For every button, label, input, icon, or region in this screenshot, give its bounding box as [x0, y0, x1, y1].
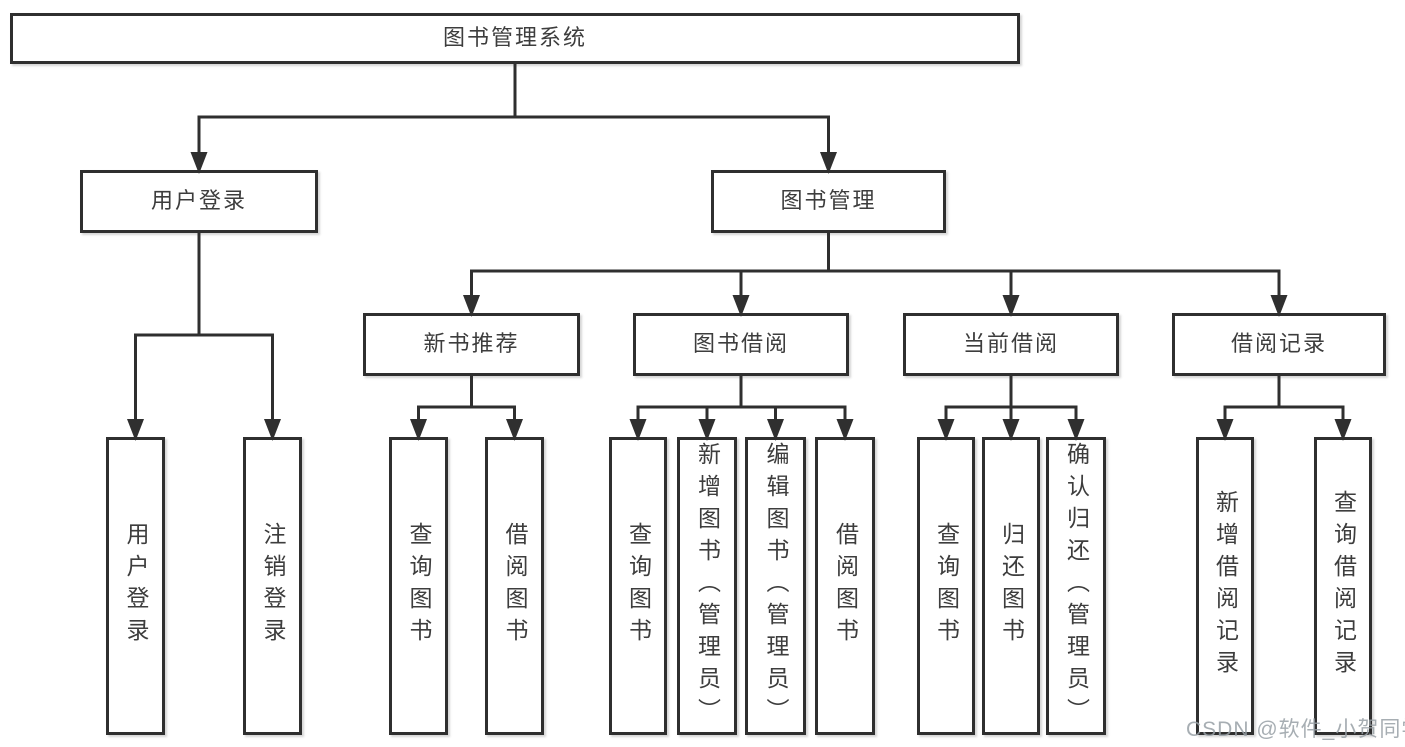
- diagram-node-label: 图书管理: [780, 188, 877, 214]
- diagram-node-records: 借阅记录: [1172, 313, 1386, 376]
- diagram-node-label: 借阅图书: [832, 522, 859, 650]
- diagram-node-label: 图书管理系统: [442, 25, 587, 51]
- diagram-node-label: 归还图书: [998, 522, 1025, 650]
- diagram-node-rec-borrow: 借阅图书: [485, 437, 544, 735]
- diagram-node-label: 新增借阅记录: [1212, 490, 1239, 682]
- diagram-node-borrow-edit: 编辑图书（管理员）: [745, 437, 806, 735]
- diagram-node-login: 用户登录: [80, 170, 318, 233]
- diagram-node-label: 查询借阅记录: [1330, 490, 1357, 682]
- diagram-node-recs-query: 查询借阅记录: [1314, 437, 1372, 735]
- diagram-node-cur-return: 归还图书: [982, 437, 1040, 735]
- diagram-node-label: 查询图书: [933, 522, 960, 650]
- csdn-watermark: CSDN @软件_小贺同学: [1186, 718, 1405, 741]
- diagram-node-current: 当前借阅: [903, 313, 1119, 376]
- diagram-node-borrow: 图书借阅: [633, 313, 849, 376]
- diagram-node-label: 借阅图书: [502, 522, 528, 650]
- diagram-node-cur-confirm: 确认归还（管理员）: [1046, 437, 1106, 735]
- diagram-node-label: 图书借阅: [692, 331, 789, 357]
- diagram-node-login-logout: 注销登录: [243, 437, 302, 735]
- diagram-node-cur-query: 查询图书: [917, 437, 975, 735]
- diagram-node-rec: 新书推荐: [363, 313, 580, 376]
- diagram-node-rec-query: 查询图书: [389, 437, 448, 735]
- diagram-node-borrow-query: 查询图书: [609, 437, 667, 735]
- diagram-node-label: 用户登录: [150, 188, 247, 214]
- diagram-node-label: 确认归还（管理员）: [1063, 442, 1090, 730]
- diagram-node-label: 注销登录: [260, 522, 286, 650]
- diagram-node-label: 新增图书（管理员）: [694, 442, 721, 730]
- diagram-node-mgmt: 图书管理: [711, 170, 946, 233]
- diagram-node-label: 查询图书: [625, 522, 652, 650]
- diagram-node-label: 新书推荐: [423, 331, 520, 357]
- diagram-node-label: 借阅记录: [1230, 331, 1327, 357]
- diagram-node-label: 查询图书: [406, 522, 432, 650]
- diagram-node-login-user: 用户登录: [106, 437, 165, 735]
- diagram-node-recs-add: 新增借阅记录: [1196, 437, 1254, 735]
- diagram-node-label: 当前借阅: [962, 331, 1059, 357]
- diagram-node-root: 图书管理系统: [10, 13, 1020, 64]
- diagram-node-label: 用户登录: [123, 522, 149, 650]
- diagram-node-label: 编辑图书（管理员）: [763, 442, 789, 730]
- diagram-node-borrow-lend: 借阅图书: [815, 437, 875, 735]
- diagram-node-borrow-add: 新增图书（管理员）: [677, 437, 737, 735]
